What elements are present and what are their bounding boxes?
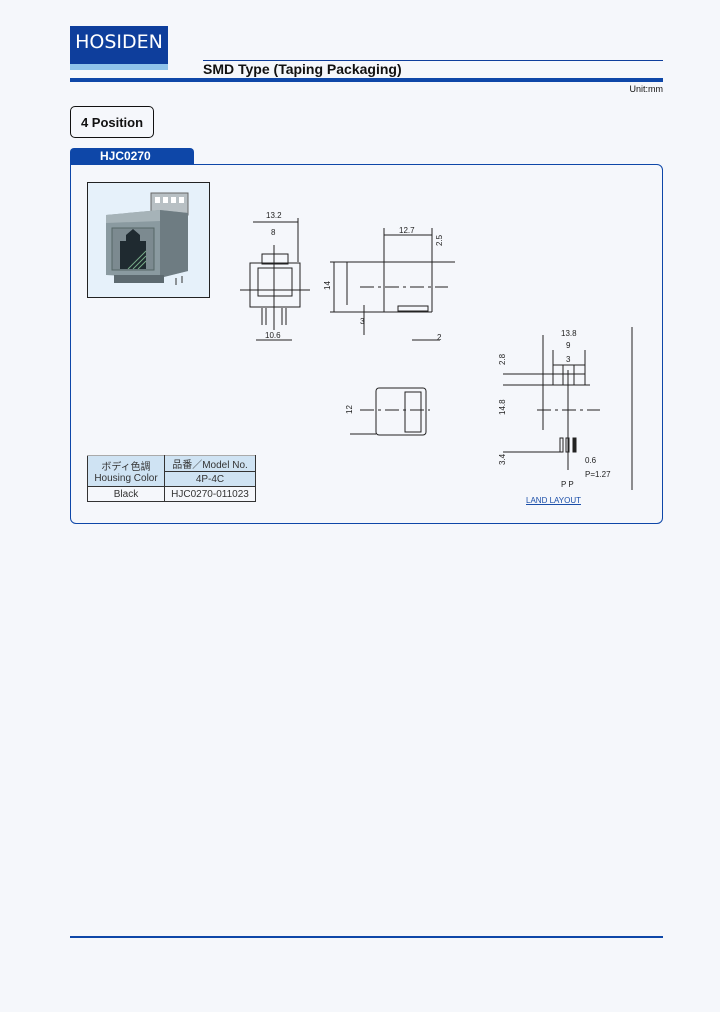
logo-underbar xyxy=(70,64,168,70)
footer-rule xyxy=(70,936,663,938)
product-photo xyxy=(87,182,210,298)
svg-text:2.8: 2.8 xyxy=(498,353,507,365)
brand-name: HOSIDEN xyxy=(75,31,163,53)
svg-text:3.4: 3.4 xyxy=(498,453,507,465)
svg-text:13.8: 13.8 xyxy=(561,329,577,338)
title-top-rule xyxy=(203,60,663,61)
svg-text:2: 2 xyxy=(437,333,442,342)
svg-text:10.6: 10.6 xyxy=(265,331,281,340)
svg-text:P P: P P xyxy=(561,480,574,489)
svg-text:P=1.27: P=1.27 xyxy=(585,470,611,479)
model-no-value: HJC0270-011023 xyxy=(164,486,256,502)
position-badge: 4 Position xyxy=(70,106,154,138)
model-subheader: 4P-4C xyxy=(164,471,256,487)
svg-text:0.6: 0.6 xyxy=(585,456,597,465)
svg-text:14.8: 14.8 xyxy=(498,399,507,415)
hosiden-logo: HOSIDEN xyxy=(70,26,168,70)
dimension-drawings: 13.2 8 10.6 12.7 14 2.5 3 2 12 xyxy=(240,211,633,490)
svg-text:9: 9 xyxy=(566,341,571,350)
svg-text:12.7: 12.7 xyxy=(399,226,415,235)
svg-text:12: 12 xyxy=(345,405,354,414)
title-bottom-rule xyxy=(70,78,663,82)
svg-text:14: 14 xyxy=(323,281,332,290)
page-title: SMD Type (Taping Packaging) xyxy=(203,61,402,77)
land-layout-drawing xyxy=(503,327,633,490)
modular-jack-image-icon xyxy=(106,192,189,285)
svg-text:3: 3 xyxy=(360,317,365,326)
model-tab-label: HJC0270 xyxy=(100,149,151,163)
model-no-header: 品番／Model No. xyxy=(164,455,256,472)
svg-text:8: 8 xyxy=(271,228,276,237)
product-panel xyxy=(70,164,663,524)
spec-table: ボディ色調 Housing Color 品番／Model No. 4P-4C B… xyxy=(87,455,256,502)
side-view-drawing xyxy=(330,228,455,341)
housing-color-jp: ボディ色調 xyxy=(101,462,151,473)
svg-text:3: 3 xyxy=(566,355,571,364)
unit-label: Unit:mm xyxy=(629,84,664,94)
svg-text:2.5: 2.5 xyxy=(435,234,444,246)
bottom-view-drawing xyxy=(350,387,430,436)
front-view-drawing xyxy=(240,218,310,341)
table-row: Black HJC0270-011023 xyxy=(87,486,256,502)
housing-color-en: Housing Color xyxy=(94,473,158,484)
svg-text:13.2: 13.2 xyxy=(266,211,282,220)
land-layout-link[interactable]: LAND LAYOUT xyxy=(526,496,581,505)
model-tab: HJC0270 xyxy=(70,148,194,164)
